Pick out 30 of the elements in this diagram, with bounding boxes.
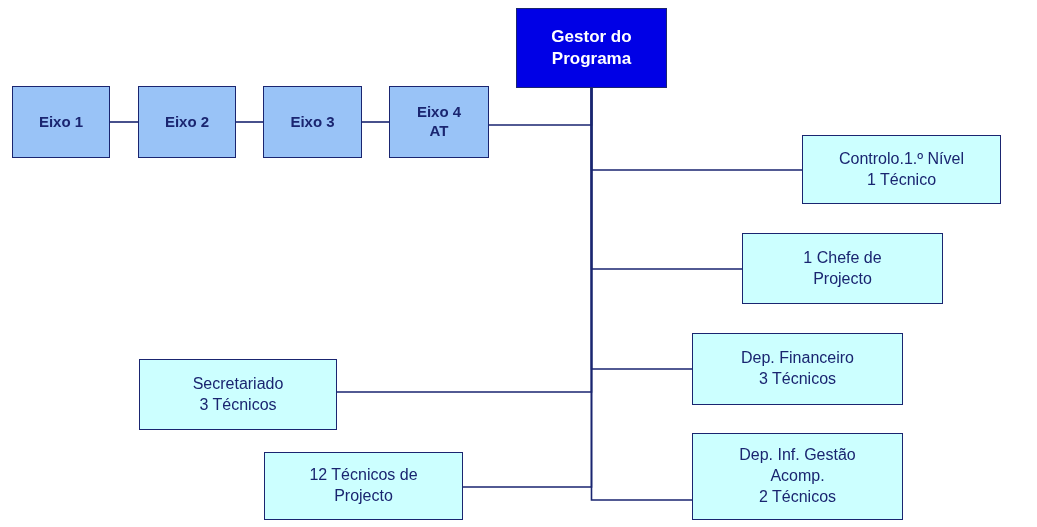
unit-box — [264, 452, 463, 520]
box-label: Eixo 1 — [38, 112, 84, 132]
connector-line — [109, 121, 139, 123]
connector-line — [361, 121, 390, 123]
box-label: Gestor do Programa — [550, 25, 633, 70]
manager-box — [516, 8, 667, 88]
box-label: Eixo 3 — [290, 112, 335, 132]
axis-box — [12, 86, 110, 158]
box-label: Dep. Financeiro — [741, 348, 854, 369]
box-label: 1 Chefe de Projecto — [802, 247, 883, 289]
connector-line — [462, 87, 593, 488]
unit-box — [692, 433, 903, 520]
box-label: 1 Técnico — [866, 169, 937, 190]
box-label: 3 Técnicos — [758, 369, 837, 389]
box-label: 12 Técnicos de Projecto — [308, 465, 419, 506]
connector-line — [235, 121, 264, 123]
box-label: 2 Técnicos — [758, 486, 837, 507]
box-label: Secretariado — [192, 373, 284, 394]
box-label: 3 Técnicos — [199, 394, 277, 415]
axis-box — [389, 86, 489, 158]
box-label: Eixo 2 — [164, 112, 210, 132]
axis-box — [138, 86, 236, 158]
box-label: Eixo 4 AT — [415, 103, 463, 141]
unit-box — [139, 359, 337, 430]
box-label: Dep. Inf. Gestão Acomp. — [738, 445, 857, 487]
axis-box — [263, 86, 362, 158]
box-label: Controlo.1.º Nível — [839, 148, 964, 169]
unit-box — [802, 135, 1001, 204]
unit-box — [692, 333, 903, 405]
unit-box — [742, 233, 943, 304]
